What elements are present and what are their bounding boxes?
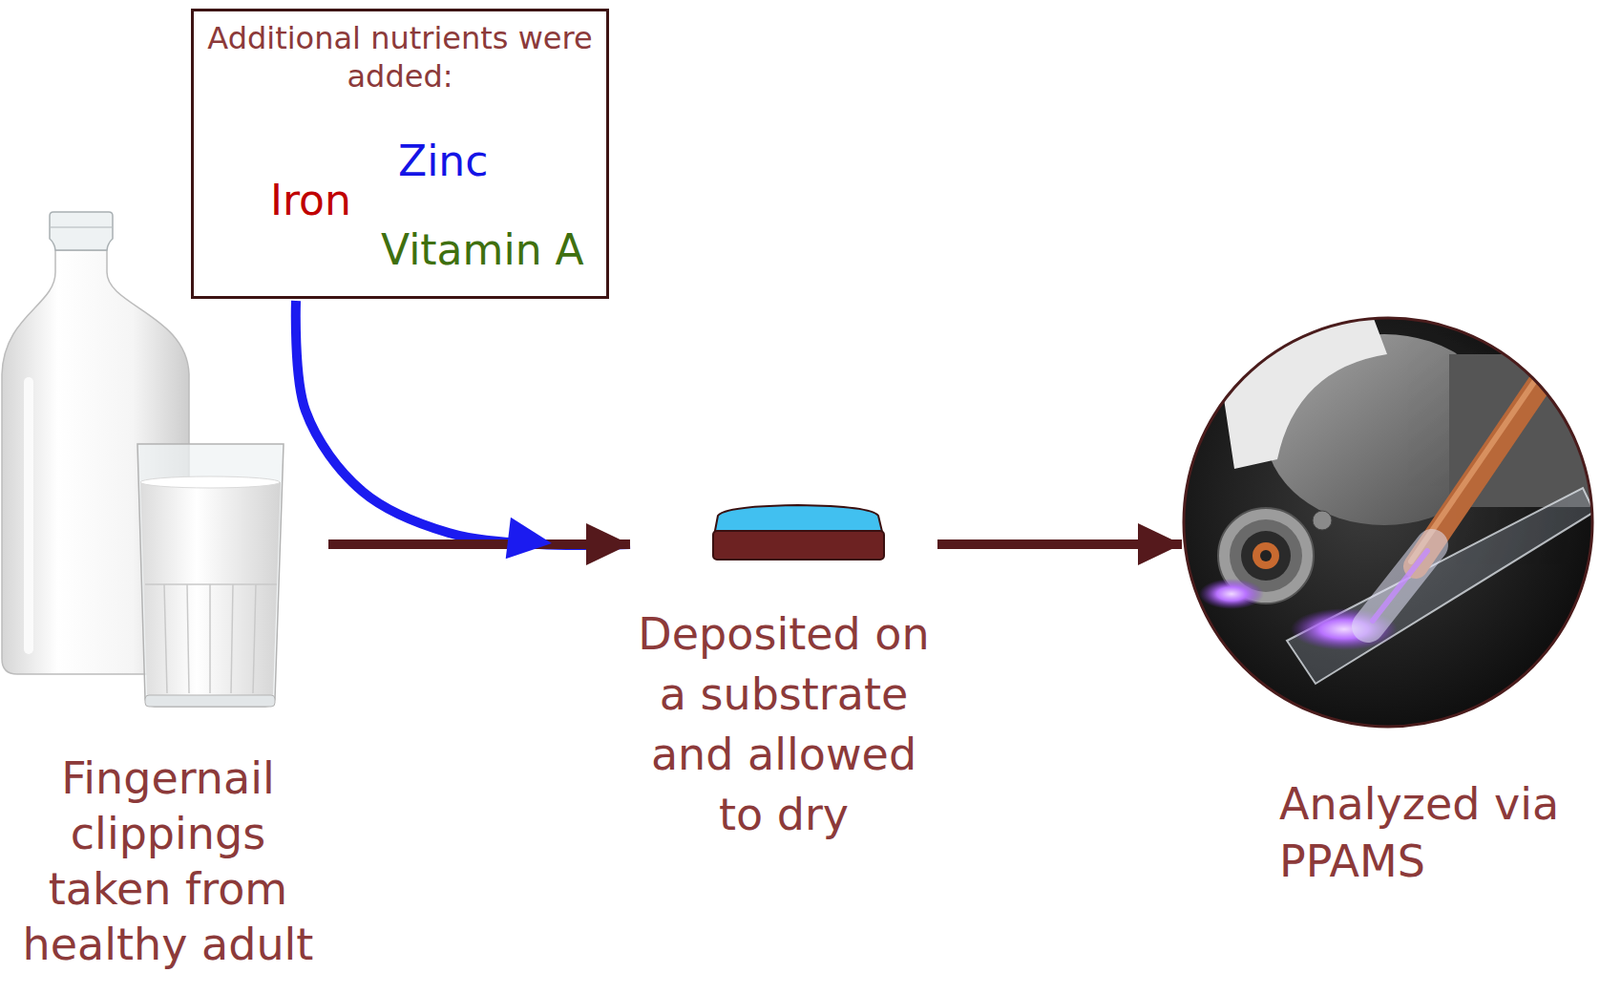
image-caption-node: Fingernail clippings taken from healthy … [7,211,329,972]
connector-lines [295,300,1182,546]
petri-dish [713,505,885,560]
ppams-photo [1181,315,1595,729]
arrow-head [505,517,552,560]
nutrient-label: Iron [270,174,352,226]
caption-text: Analyzed via PPAMS [1279,775,1566,890]
nutrient-label: Vitamin A [380,224,585,275]
arrow-head [586,523,631,566]
box-heading: Additional nutrients were added: [199,19,601,96]
arrow-heads [505,517,1182,566]
arrow-head [1137,523,1182,566]
nutrient-box: Additional nutrients were added: ZincIron… [190,8,610,299]
nutrient-label: Zinc [398,135,488,187]
photo-circle-node: Analyzed via PPAMS [1181,315,1595,890]
caption-text: Fingernail clippings taken from healthy … [15,750,321,972]
flow-arrow [295,300,631,546]
caption-text: Deposited on a substrate and allowed to … [630,604,938,845]
milk-glass [137,443,284,707]
flow-arrow [328,539,631,549]
image-caption-node: Deposited on a substrate and allowed to … [630,501,938,845]
